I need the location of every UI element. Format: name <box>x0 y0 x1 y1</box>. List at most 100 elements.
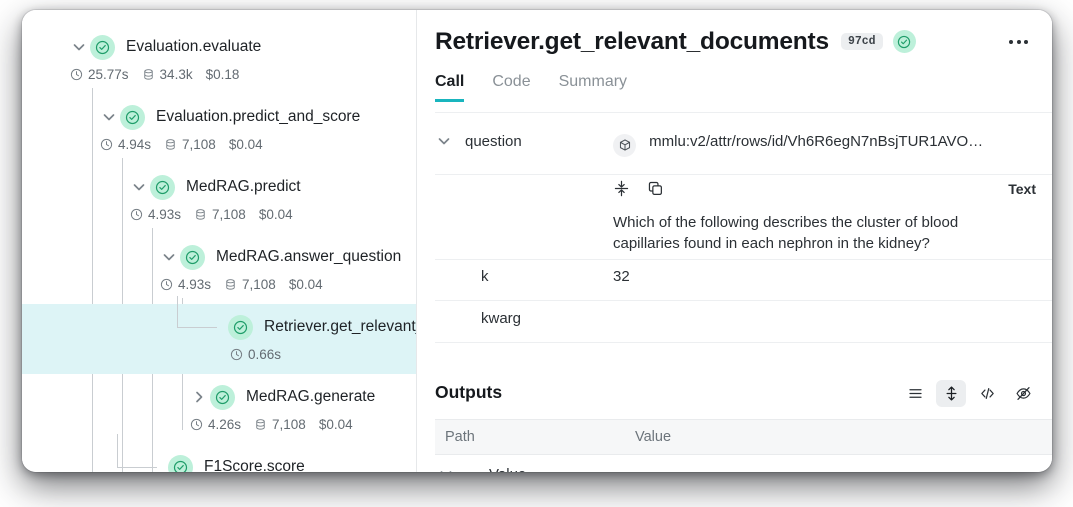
database-icon <box>226 278 235 290</box>
chevron-down-icon[interactable] <box>98 106 120 128</box>
duration-meta: 25.77s <box>70 67 129 82</box>
question-text-value: Which of the following describes the clu… <box>613 214 959 253</box>
outputs-view-toolbar[interactable] <box>900 380 1038 407</box>
duration-value: 25.77s <box>88 66 129 82</box>
tab-summary[interactable]: Summary <box>558 73 628 90</box>
clock-icon <box>100 138 113 150</box>
question-ref-value[interactable]: mmlu:v2/attr/rows/id/Vh6R6egN7nBsjTUR1AV… <box>649 133 984 150</box>
question-text-cell: Which of the following describes the clu… <box>613 212 1052 255</box>
page-title: Retriever.get_relevant_documents <box>435 27 829 55</box>
question-toolbar: Text <box>613 180 1052 197</box>
duration-value: 4.94s <box>118 136 152 152</box>
detail-header: Retriever.get_relevant_documents 97cd <box>417 10 1052 73</box>
tokens-meta: 7,108 <box>254 417 306 432</box>
tokens-value: 7,108 <box>242 276 276 292</box>
tokens-value: 7,108 <box>182 136 216 152</box>
tabs-divider <box>435 112 1052 113</box>
clock-icon <box>70 68 83 80</box>
more-options-icon[interactable] <box>1001 32 1036 52</box>
tree-node-medrag-generate[interactable]: MedRAG.generate 4.26s 7,108 $0.04 <box>22 374 416 444</box>
tree-node-label: MedRAG.generate <box>246 388 376 405</box>
expand-rows-icon[interactable] <box>936 380 966 407</box>
param-row-kwarg[interactable]: kwarg <box>435 310 1052 334</box>
param-row-question[interactable]: question mmlu:v2/attr/rows/id/Vh6R6egN7n… <box>435 130 1052 174</box>
tree-node-medrag-predict[interactable]: MedRAG.predict 4.93s 7,108 $0.04 <box>22 164 416 234</box>
tree-node-label: Evaluation.predict_and_score <box>156 108 361 125</box>
chevron-right-icon[interactable] <box>188 386 210 408</box>
param-key-cell: question <box>435 130 613 152</box>
duration-meta: 4.93s <box>130 207 181 222</box>
status-success-icon <box>120 104 145 130</box>
tree-node-label: Retriever.get_relevant_documents <box>264 318 416 335</box>
row-divider <box>435 300 1052 301</box>
list-view-icon[interactable] <box>900 380 930 407</box>
status-success-icon <box>228 314 253 340</box>
tree-node-label: MedRAG.predict <box>186 178 301 195</box>
tree-node-evaluation-evaluate[interactable]: Evaluation.evaluate 25.77s 34.3k $0.18 <box>22 24 416 94</box>
chevron-down-icon[interactable] <box>435 463 457 472</box>
tree-elbow-connector <box>177 296 217 328</box>
tree-guide-line <box>92 88 93 472</box>
code-view-icon[interactable] <box>972 380 1002 407</box>
param-key-label: k <box>481 268 489 285</box>
tab-code[interactable]: Code <box>492 73 531 90</box>
chevron-down-icon[interactable] <box>433 130 455 152</box>
param-value-k: 32 <box>613 268 630 285</box>
column-header-value: Value <box>635 429 672 445</box>
cost-meta: $0.04 <box>289 277 323 292</box>
status-success-icon <box>168 454 193 472</box>
database-icon <box>143 68 153 80</box>
tokens-value: 34.3k <box>159 66 193 82</box>
cost-value: $0.04 <box>258 206 293 222</box>
status-success-icon <box>892 30 916 53</box>
param-key-label: kwarg <box>481 310 522 327</box>
tokens-meta: 7,108 <box>194 207 246 222</box>
collapse-vertical-icon[interactable] <box>613 180 630 197</box>
tree-node-label: F1Score.score <box>204 458 305 472</box>
tree-node-retriever-get-relevant-documents[interactable]: Retriever.get_relevant_documents 0.66s <box>22 296 416 374</box>
database-icon <box>166 138 175 150</box>
tokens-value: 7,108 <box>212 206 246 222</box>
tokens-meta: 7,108 <box>224 277 276 292</box>
status-success-icon <box>180 244 205 270</box>
chevron-down-icon[interactable] <box>68 36 90 58</box>
detail-tabs[interactable]: Call Code Summary <box>417 73 1052 113</box>
trace-tree-panel[interactable]: Evaluation.evaluate 25.77s 34.3k $0.18 <box>22 10 417 472</box>
duration-value: 4.26s <box>208 416 242 432</box>
duration-value: 0.66s <box>248 346 282 362</box>
param-key-label: question <box>465 132 522 150</box>
tree-elbow-connector <box>117 434 157 468</box>
cost-meta: $0.18 <box>206 67 240 82</box>
call-id-badge[interactable]: 97cd <box>840 32 883 51</box>
duration-meta: 4.26s <box>190 417 241 432</box>
cost-value: $0.04 <box>228 136 263 152</box>
tree-node-medrag-answer-question[interactable]: MedRAG.answer_question 4.93s 7,108 $0.04 <box>22 234 416 304</box>
chevron-down-icon[interactable] <box>128 176 150 198</box>
outputs-table-header: Path Value <box>435 419 1052 455</box>
duration-value: 4.93s <box>178 276 212 292</box>
cost-value: $0.04 <box>318 416 353 432</box>
copy-icon[interactable] <box>647 180 664 197</box>
database-icon <box>256 418 265 430</box>
column-header-path: Path <box>445 429 475 445</box>
tab-call[interactable]: Call <box>435 73 464 102</box>
question-toolbar-row: Text <box>435 180 1052 206</box>
tree-node-label: MedRAG.answer_question <box>216 248 402 265</box>
detail-panel: Retriever.get_relevant_documents 97cd Ca… <box>417 10 1052 472</box>
param-row-k[interactable]: k 32 <box>435 268 1052 292</box>
cube-icon <box>613 133 636 157</box>
clock-icon <box>130 208 143 220</box>
tokens-meta: 34.3k <box>142 67 193 82</box>
tree-node-label: Evaluation.evaluate <box>126 38 262 55</box>
outputs-row-path: Value <box>489 466 526 473</box>
hide-eye-icon[interactable] <box>1008 380 1038 407</box>
outputs-table-row[interactable]: Value <box>435 462 1052 472</box>
tree-node-evaluation-predict-and-score[interactable]: Evaluation.predict_and_score 4.94s 7,108… <box>22 94 416 164</box>
duration-meta: 0.66s <box>230 347 281 362</box>
clock-icon <box>190 418 203 430</box>
chevron-down-icon[interactable] <box>158 246 180 268</box>
status-success-icon <box>90 34 115 60</box>
duration-meta: 4.94s <box>100 137 151 152</box>
tree-node-f1score-score[interactable]: F1Score.score <box>22 434 416 472</box>
